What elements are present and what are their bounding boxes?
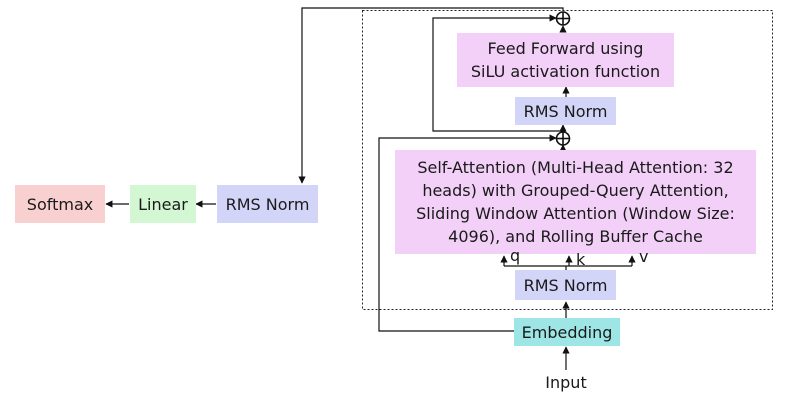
feed-forward-node: Feed Forward using SiLU activation funct… (457, 33, 674, 87)
softmax-label: Softmax (26, 194, 94, 214)
embedding-node: Embedding (514, 318, 620, 346)
input-node: Input (530, 370, 602, 394)
self-attention-label-line-3: Sliding Window Attention (Window Size: (416, 204, 735, 223)
feed-forward-label-line-1: Feed Forward using (487, 39, 644, 58)
residual-add-icon-middle (555, 131, 571, 146)
query-label: q (510, 246, 521, 265)
arrow-block-output (298, 7, 564, 184)
self-attention-label-line-1: Self-Attention (Multi-Head Attention: 32 (417, 158, 734, 177)
self-attention-node: Self-Attention (Multi-Head Attention: 32… (395, 150, 756, 254)
self-attention-label-line-4: 4096), and Rolling Buffer Cache (448, 227, 703, 246)
repeated-block-boundary (362, 10, 773, 310)
arrow-embedding-residual (378, 134, 557, 332)
feed-forward-label-line-2: SiLU activation function (470, 62, 661, 81)
softmax-node: Softmax (15, 185, 105, 223)
final-rms-norm-node: RMS Norm (217, 185, 318, 223)
linear-node: Linear (130, 185, 196, 223)
linear-label: Linear (138, 194, 188, 214)
ffn-rms-norm-node: RMS Norm (515, 97, 616, 125)
arrow-attention-residual (432, 14, 563, 132)
final-rms-norm-label: RMS Norm (225, 194, 310, 214)
value-label: v (639, 247, 649, 266)
self-attention-label-line-2: heads) with Grouped-Query Attention, (422, 181, 729, 200)
attn-rms-norm-label: RMS Norm (523, 275, 608, 295)
ffn-rms-norm-label: RMS Norm (523, 101, 608, 121)
attn-rms-norm-node: RMS Norm (515, 270, 616, 300)
embedding-label: Embedding (521, 322, 613, 342)
input-label: Input (545, 372, 587, 392)
key-label: k (576, 250, 586, 269)
residual-add-icon-top (555, 11, 571, 26)
